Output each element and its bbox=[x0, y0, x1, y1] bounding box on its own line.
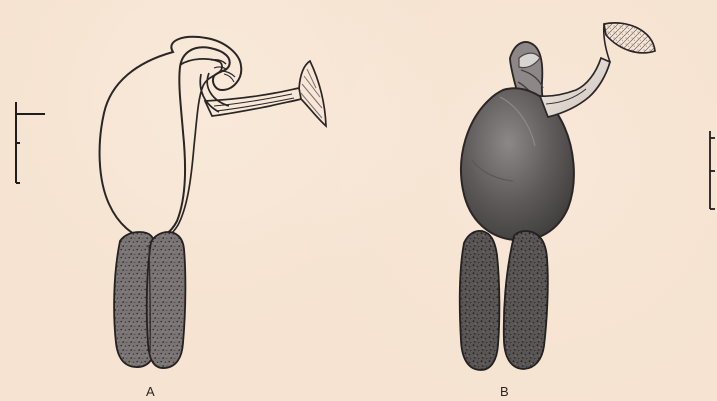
figure-label-b: B bbox=[500, 385, 509, 398]
diagram-a-inner-outline bbox=[156, 59, 222, 241]
diagram-b-left-cylinder bbox=[460, 231, 500, 370]
right-scale-bar bbox=[710, 131, 715, 209]
diagram-b-right-cylinder bbox=[504, 231, 548, 369]
diagram-a bbox=[100, 37, 326, 368]
figure-label-a: A bbox=[146, 385, 155, 398]
diagram-a-right-cylinder bbox=[147, 232, 186, 368]
diagram-b-arm bbox=[540, 58, 610, 117]
left-scale-bar bbox=[16, 102, 45, 183]
diagram-b-funnel bbox=[604, 23, 655, 62]
diagram-a-funnel bbox=[299, 61, 326, 126]
diagram-b bbox=[460, 23, 655, 370]
